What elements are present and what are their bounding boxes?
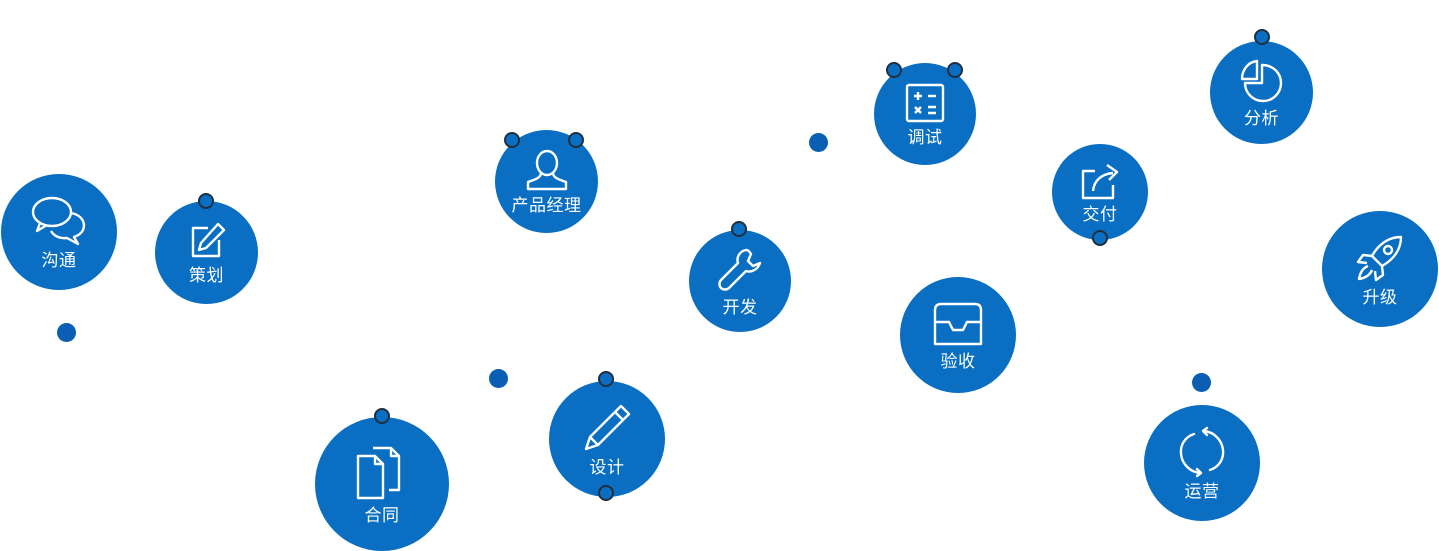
node-hetong[interactable]: 合同: [315, 417, 449, 551]
node-jiaofu[interactable]: 交付: [1052, 144, 1148, 240]
node-label: 沟通: [41, 250, 77, 271]
share-box-icon: [1081, 163, 1119, 199]
pie-chart-icon: [1240, 59, 1282, 103]
connector-dot: [809, 133, 828, 152]
node-label: 合同: [364, 505, 400, 526]
connector-pin: [886, 62, 902, 78]
node-label: 产品经理: [511, 196, 582, 216]
node-label: 调试: [907, 127, 943, 148]
inbox-tray-icon: [933, 302, 983, 345]
wrench-icon: [718, 248, 762, 291]
node-label: 开发: [722, 297, 758, 318]
node-label: 运营: [1184, 481, 1220, 502]
connector-dot: [1192, 373, 1211, 392]
node-shengji[interactable]: 升级: [1322, 211, 1438, 327]
calculator-icon: [905, 83, 945, 122]
connector-pin: [731, 221, 747, 237]
documents-icon: [356, 446, 401, 499]
node-label: 分析: [1244, 109, 1279, 129]
node-label: 设计: [589, 457, 625, 478]
connector-pin: [598, 371, 614, 387]
node-kaifa[interactable]: 开发: [689, 230, 791, 332]
node-cehua[interactable]: 策划: [155, 201, 258, 304]
edit-square-icon: [191, 222, 225, 258]
node-fenxi[interactable]: 分析: [1210, 41, 1313, 144]
connector-pin: [198, 193, 214, 209]
connector-pin: [598, 485, 614, 501]
connector-pin: [504, 132, 520, 148]
node-label: 升级: [1362, 287, 1398, 308]
node-yanshou[interactable]: 验收: [900, 277, 1016, 393]
rocket-icon: [1356, 235, 1403, 281]
user-icon: [526, 149, 567, 191]
connector-dot: [57, 323, 76, 342]
node-yunying[interactable]: 运营: [1144, 405, 1260, 521]
connector-dot: [489, 369, 508, 388]
connector-pin: [1254, 29, 1270, 45]
node-label: 策划: [189, 266, 224, 286]
node-sheji[interactable]: 设计: [549, 381, 665, 497]
connector-pin: [1092, 230, 1108, 246]
connector-pin: [374, 408, 390, 424]
connector-pin: [947, 62, 963, 78]
chat-bubbles-icon: [31, 196, 86, 245]
node-label: 交付: [1082, 204, 1118, 225]
refresh-cycle-icon: [1179, 426, 1225, 477]
node-label: 验收: [940, 351, 976, 372]
node-goutong[interactable]: 沟通: [1, 174, 117, 290]
pencil-icon: [584, 404, 631, 450]
connector-pin: [568, 132, 584, 148]
node-tiaoshi[interactable]: 调试: [874, 63, 976, 165]
